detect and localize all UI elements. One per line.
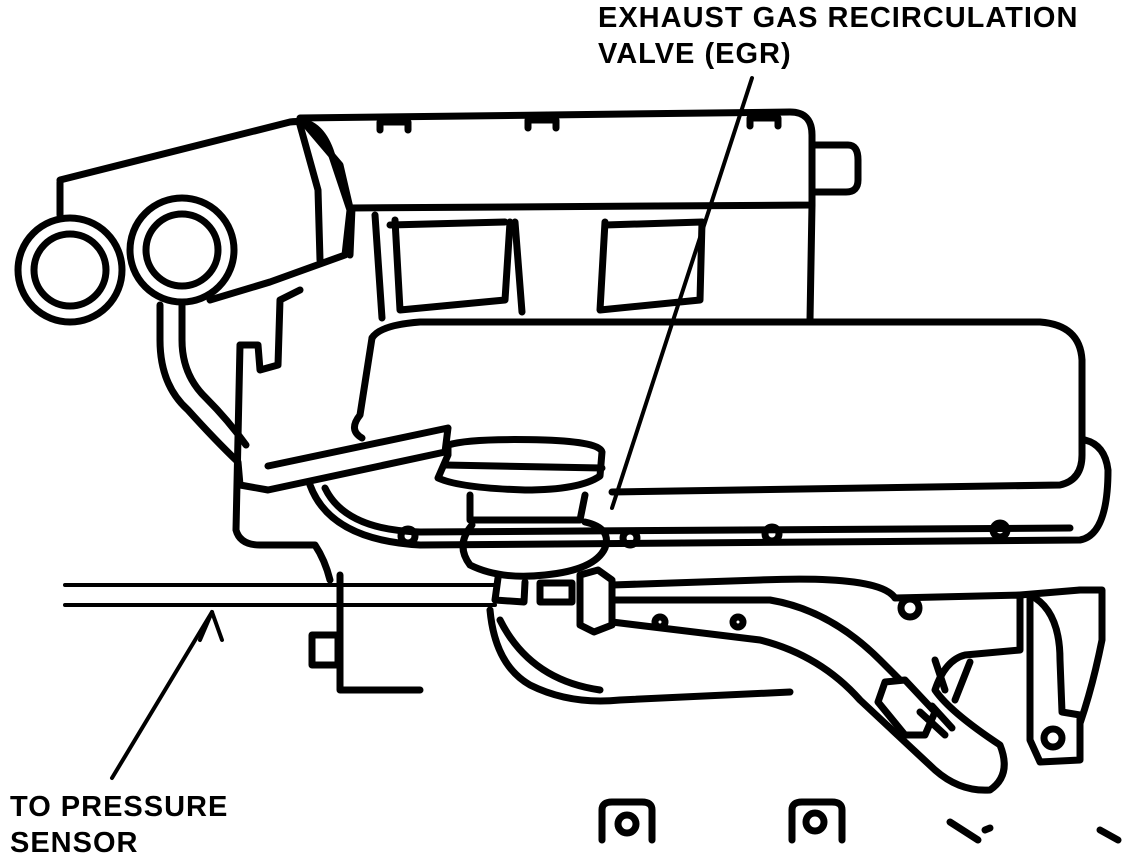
pressure-sensor-callout: TO PRESSURE SENSOR [10, 789, 228, 858]
valve-cover [306, 318, 1112, 549]
leader-lines [110, 76, 754, 780]
egr-callout-line2: VALVE (EGR) [598, 38, 792, 70]
pressure-callout-line1: TO PRESSURE [10, 791, 229, 823]
air-inlet-housing [14, 118, 354, 326]
intake-runners [371, 211, 706, 322]
mounting-bracket [1026, 591, 1084, 766]
lower-studs [598, 798, 1122, 844]
pressure-callout-line2: SENSOR [10, 827, 139, 858]
exhaust-manifold [486, 606, 974, 705]
egr-callout-line1: EXHAUST GAS RECIRCULATION [598, 2, 1079, 34]
egr-valve-callout: EXHAUST GAS RECIRCULATION VALVE (EGR) [598, 0, 1078, 72]
vacuum-hose [156, 301, 452, 494]
intake-plenum [296, 108, 862, 324]
pressure-sensor-line [63, 583, 497, 607]
egr-exhaust-tube [608, 575, 1024, 794]
egr-valve [434, 436, 616, 636]
